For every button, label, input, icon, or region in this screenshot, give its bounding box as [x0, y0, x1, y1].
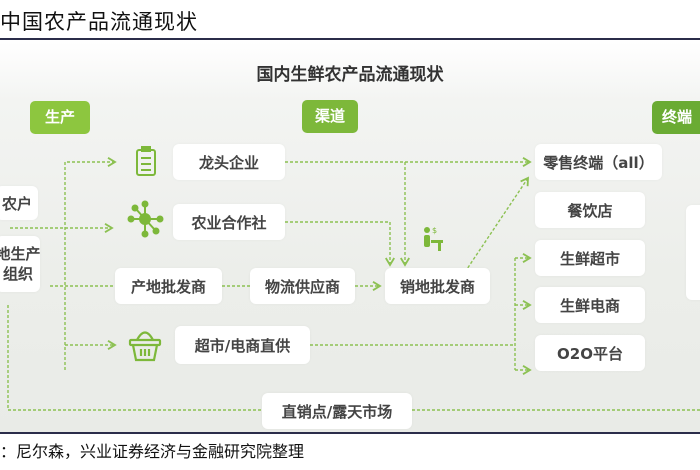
node-production-org: 地生产 组织	[0, 236, 41, 292]
title-divider	[0, 38, 700, 40]
page-title: 中国农产品流通现状	[0, 10, 198, 34]
footer-divider	[0, 432, 700, 434]
node-retail-terminal: 零售终端（all）	[535, 144, 662, 180]
source-note: ：尼尔森，兴业证券经济与金融研究院整理	[0, 442, 305, 461]
basket-icon	[128, 331, 162, 362]
node-origin-wholesaler: 产地批发商	[115, 268, 222, 304]
wholesaler-person-icon: $	[424, 226, 443, 251]
node-sales-wholesaler: 销地批发商	[385, 268, 490, 304]
stage-terminal-badge: 终端	[652, 101, 700, 134]
line-direct-market	[7, 305, 262, 411]
node-cooperative: 农业合作社	[173, 204, 285, 240]
node-restaurant: 餐饮店	[535, 192, 645, 228]
node-farmer: 农户	[0, 186, 38, 220]
node-leading-enterprise: 龙头企业	[173, 144, 285, 180]
line-coop-to-wholesaler	[285, 221, 395, 267]
stage-production-badge: 生产	[30, 101, 90, 134]
node-terminal-cut	[686, 205, 700, 300]
stage-channel-badge: 渠道	[302, 100, 358, 133]
node-fresh-ecommerce: 生鲜电商	[535, 287, 645, 323]
diagram-title: 国内生鲜农产品流通现状	[256, 65, 444, 85]
svg-text:$: $	[432, 226, 437, 235]
node-direct-market: 直销点/露天市场	[262, 393, 412, 429]
checklist-icon	[136, 146, 156, 176]
line-org-to-channels	[64, 157, 117, 370]
line-wholesaler-to-retail	[464, 176, 529, 273]
node-logistics: 物流供应商	[250, 268, 355, 304]
node-direct-supply: 超市/电商直供	[175, 326, 310, 364]
node-fresh-supermarket: 生鲜超市	[535, 240, 645, 276]
network-icon	[127, 200, 164, 238]
node-o2o: O2O平台	[535, 335, 645, 371]
